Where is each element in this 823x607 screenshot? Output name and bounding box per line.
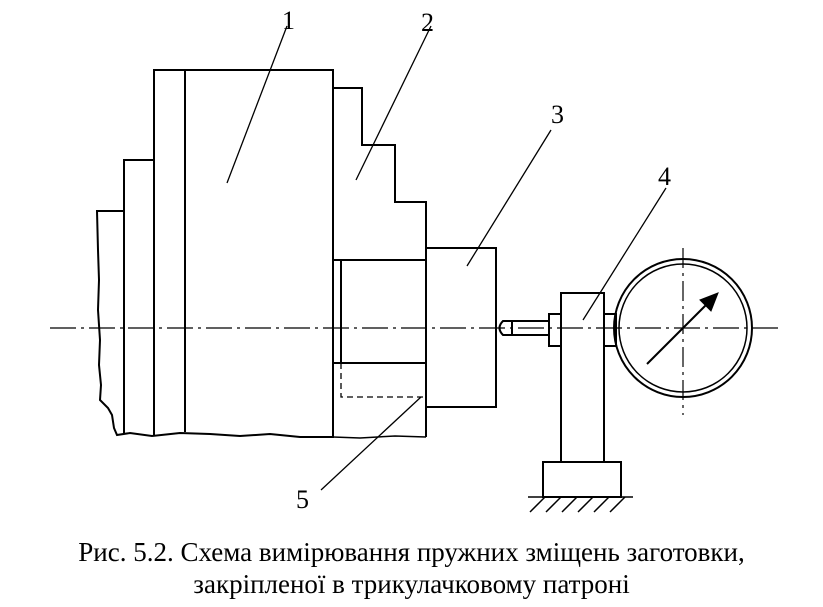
callout-number-4: 4 [658,162,671,191]
indicator-collar-left [548,313,562,347]
dial-gauge-needle [646,304,707,365]
callout-number-3: 3 [551,100,564,129]
callout-number-1: 1 [282,6,295,35]
indicator-collar-right [603,313,617,347]
leader-line-4 [582,187,667,321]
leader-line-5 [320,396,422,491]
caption-line-1: Рис. 5.2. Схема вимірювання пружних зміщ… [78,537,745,567]
measurement-scheme-diagram: 1 2 3 4 5 [50,6,780,514]
caption-line-2: закріпленої в трикулачковому патроні [193,569,630,599]
leader-line-2 [355,25,432,181]
leader-lines [226,25,667,491]
leader-line-3 [466,129,552,267]
ground-hatching [528,496,633,513]
chuck-body [95,69,334,438]
lower-jaw-hidden-contour [340,363,426,398]
figure-caption: Рис. 5.2. Схема вимірювання пружних зміщ… [0,536,823,600]
indicator-stand-base [542,461,622,498]
callout-number-2: 2 [421,8,434,37]
workpiece [425,247,497,408]
leader-line-1 [226,25,288,184]
callout-number-5: 5 [296,485,309,514]
stepped-jaw [333,87,427,261]
indicator-stand-post [560,292,605,463]
indicator-probe-tip [498,320,513,336]
dial-gauge-needle-arrow-icon [699,292,719,312]
